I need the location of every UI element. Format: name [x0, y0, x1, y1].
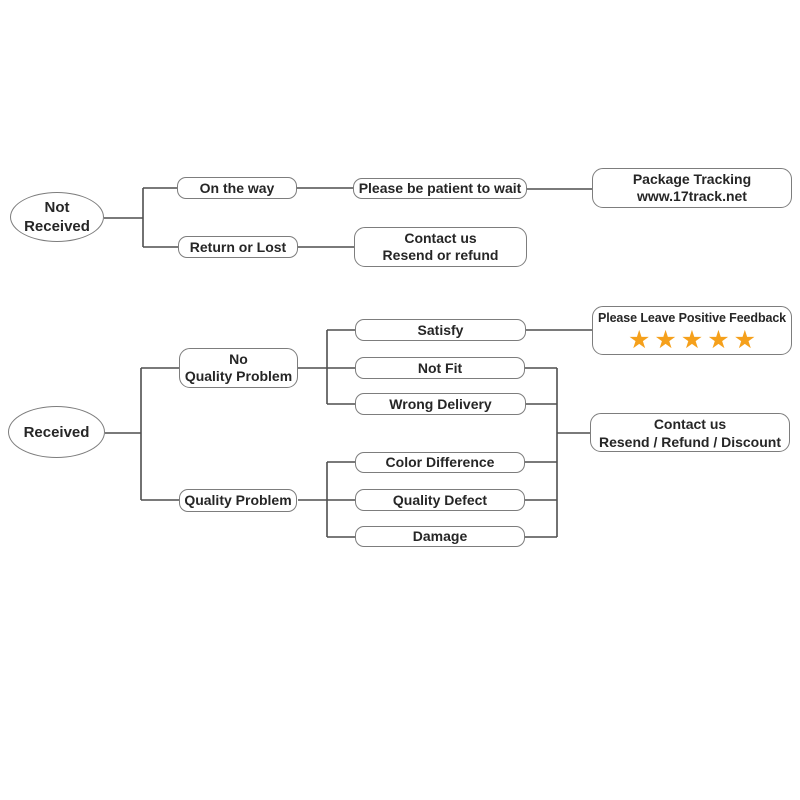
- star-icon: ★: [680, 325, 704, 354]
- node-quality-defect: Quality Defect: [355, 489, 525, 511]
- connector-lines-not-received: [104, 187, 592, 248]
- node-satisfy: Satisfy: [355, 319, 526, 341]
- node-contact-us-resend-refund-discount: Contact us Resend / Refund / Discount: [590, 413, 790, 452]
- node-damage: Damage: [355, 526, 525, 547]
- node-not-fit: Not Fit: [355, 357, 525, 379]
- node-received: Received: [8, 406, 105, 458]
- node-wrong-delivery: Wrong Delivery: [355, 393, 526, 415]
- node-please-be-patient: Please be patient to wait: [353, 178, 527, 199]
- node-no-quality-problem: No Quality Problem: [179, 348, 298, 388]
- node-positive-feedback: Please Leave Positive Feedback ★ ★ ★ ★ ★: [592, 306, 792, 355]
- connector-lines-received: [105, 329, 592, 538]
- positive-feedback-label: Please Leave Positive Feedback: [597, 311, 787, 325]
- node-color-difference: Color Difference: [355, 452, 525, 473]
- star-rating: ★ ★ ★ ★ ★: [628, 327, 756, 353]
- node-not-received: Not Received: [10, 192, 104, 242]
- star-icon: ★: [654, 325, 677, 354]
- star-icon: ★: [733, 325, 757, 354]
- star-icon: ★: [627, 325, 651, 354]
- node-contact-us-resend-refund: Contact us Resend or refund: [354, 227, 527, 267]
- node-package-tracking: Package Tracking www.17track.net: [592, 168, 792, 208]
- node-return-or-lost: Return or Lost: [178, 236, 298, 258]
- node-quality-problem: Quality Problem: [179, 489, 297, 512]
- node-on-the-way: On the way: [177, 177, 297, 199]
- star-icon: ★: [707, 325, 730, 354]
